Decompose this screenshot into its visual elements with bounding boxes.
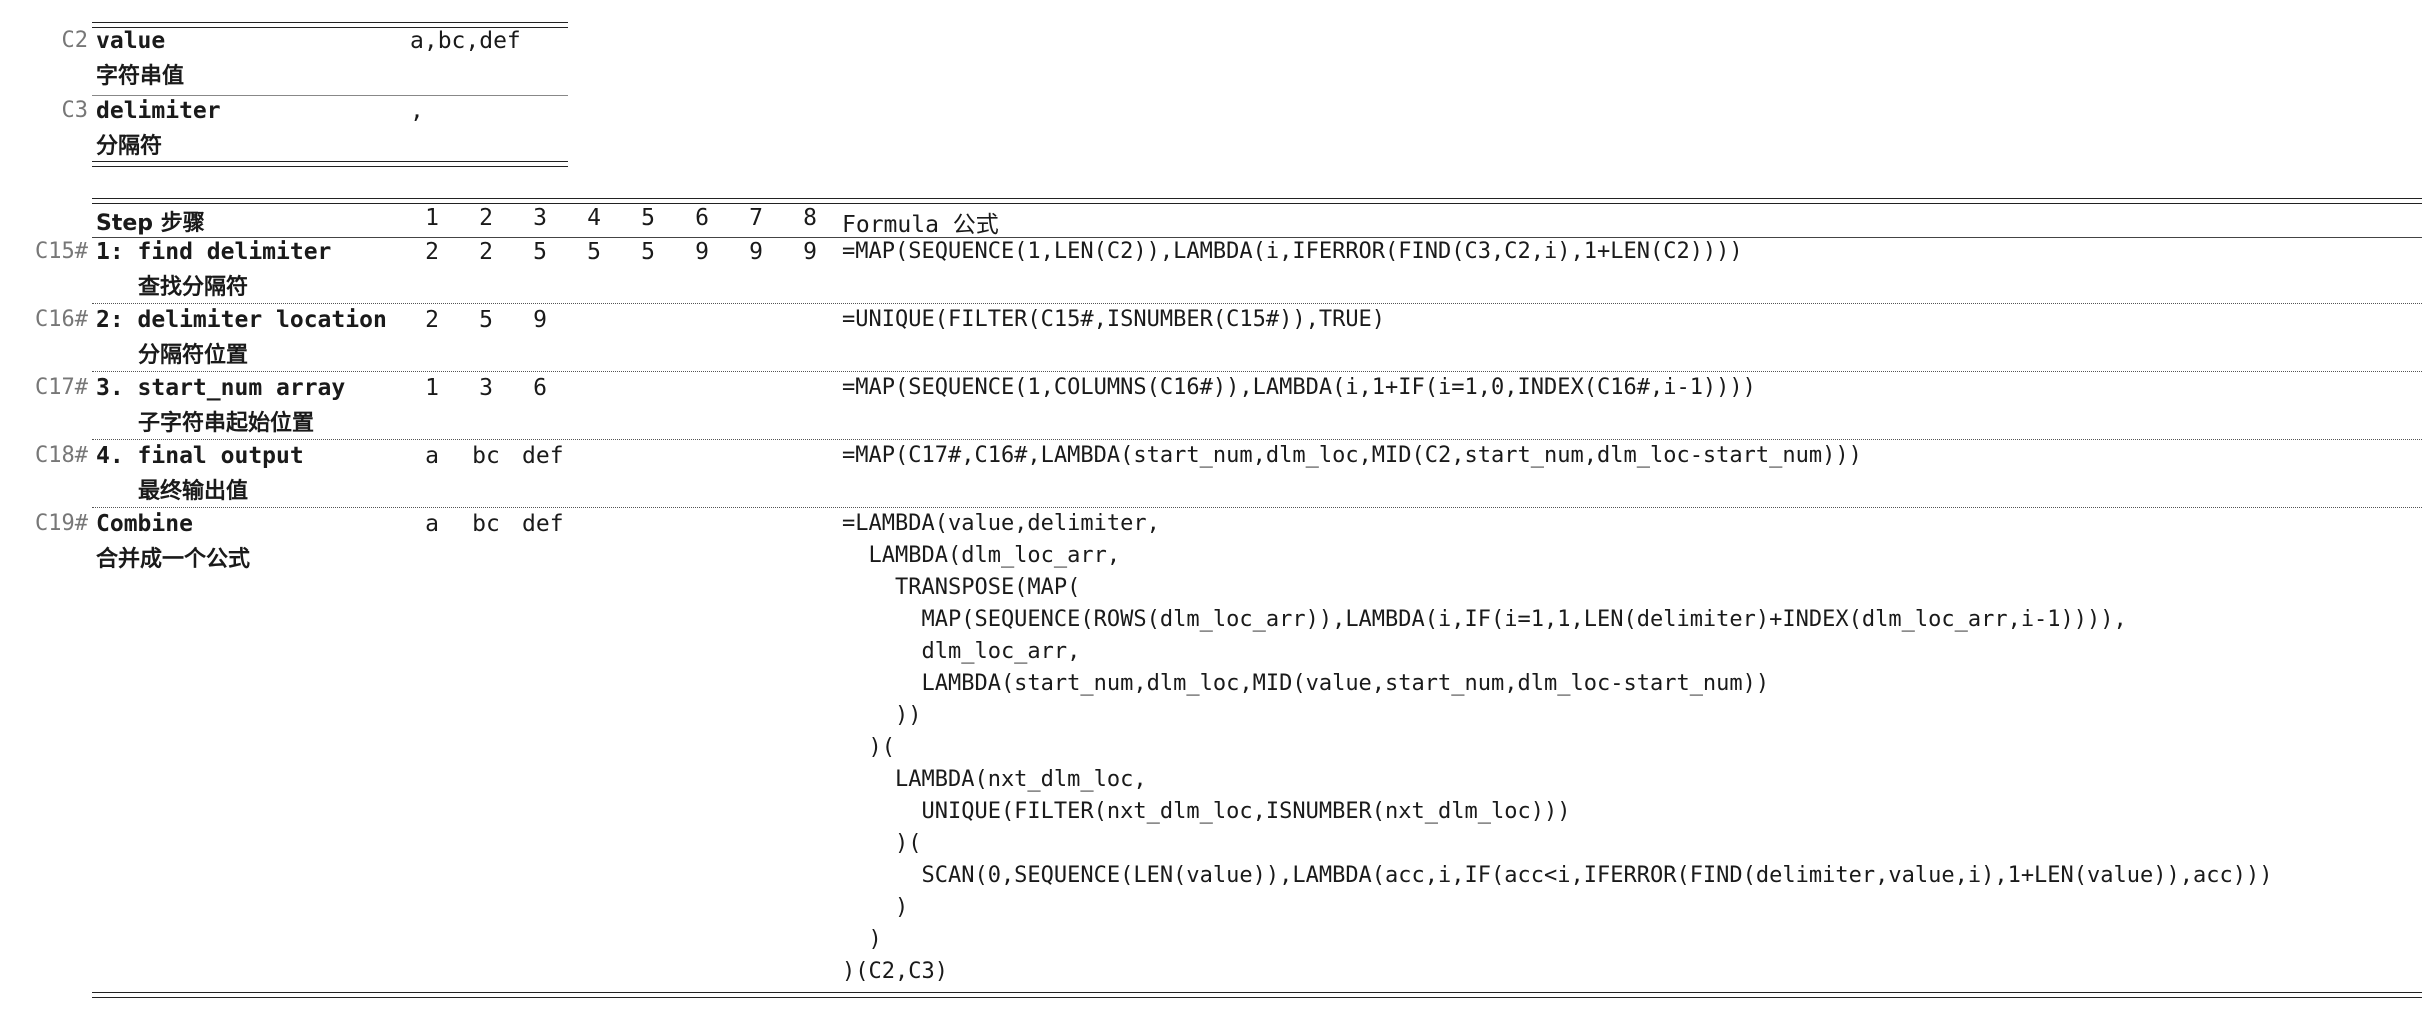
step-title: 1: find delimiter: [96, 239, 332, 265]
step-value[interactable]: 2: [479, 239, 493, 265]
step-value[interactable]: 2: [425, 307, 439, 333]
formula-line: LAMBDA(nxt_dlm_loc,: [842, 767, 1147, 792]
step-formula[interactable]: =MAP(SEQUENCE(1,LEN(C2)),LAMBDA(i,IFERRO…: [842, 239, 1743, 264]
formula-line: dlm_loc_arr,: [842, 639, 1081, 664]
header-col-5: 5: [641, 205, 655, 231]
param-name-value: value: [96, 28, 166, 54]
formula-line: LAMBDA(dlm_loc_arr,: [842, 543, 1121, 568]
step-value[interactable]: 5: [587, 239, 601, 265]
steps-header-rule: [92, 237, 2422, 238]
formula-line: =LAMBDA(value,delimiter,: [842, 511, 1160, 536]
step-title: 2: delimiter location: [96, 307, 387, 333]
step-value[interactable]: 6: [533, 375, 547, 401]
step-title: 4. final output: [96, 443, 304, 469]
header-col-8: 8: [803, 205, 817, 231]
param-ref-c2: C2: [61, 28, 89, 53]
params-bottom-rule-1: [92, 161, 568, 162]
combine-title-zh: 合并成一个公式: [96, 547, 251, 572]
params-top-rule-2: [92, 27, 568, 28]
step-value[interactable]: def: [522, 443, 564, 469]
header-formula: Formula 公式: [842, 212, 999, 238]
step-value[interactable]: a: [425, 443, 439, 469]
combine-value[interactable]: bc: [472, 511, 500, 537]
step-title-zh: 分隔符位置: [138, 343, 249, 368]
step-value[interactable]: 5: [641, 239, 655, 265]
steps-top-rule-2: [92, 203, 2422, 204]
step-value[interactable]: 9: [695, 239, 709, 265]
params-row-divider: [92, 95, 568, 96]
step-ref: C16#: [35, 307, 88, 332]
step-ref: C15#: [35, 239, 88, 264]
param-value-c3[interactable]: ,: [410, 98, 424, 124]
row-divider: [92, 303, 2422, 304]
step-formula[interactable]: =MAP(SEQUENCE(1,COLUMNS(C16#)),LAMBDA(i,…: [842, 375, 1756, 400]
row-divider: [92, 439, 2422, 440]
formula-line: )(: [842, 831, 922, 856]
formula-line: MAP(SEQUENCE(ROWS(dlm_loc_arr)),LAMBDA(i…: [842, 607, 2127, 632]
step-value[interactable]: 5: [533, 239, 547, 265]
row-divider: [92, 371, 2422, 372]
formula-line: UNIQUE(FILTER(nxt_dlm_loc,ISNUMBER(nxt_d…: [842, 799, 1571, 824]
header-col-3: 3: [533, 205, 547, 231]
formula-line: )(C2,C3): [842, 959, 948, 984]
step-formula[interactable]: =UNIQUE(FILTER(C15#,ISNUMBER(C15#)),TRUE…: [842, 307, 1386, 332]
step-value[interactable]: 5: [479, 307, 493, 333]
formula-line: )): [842, 703, 922, 728]
formula-line: SCAN(0,SEQUENCE(LEN(value)),LAMBDA(acc,i…: [842, 863, 2273, 888]
step-ref: C18#: [35, 443, 88, 468]
header-step: Step 步骤: [96, 211, 205, 236]
combine-value[interactable]: a: [425, 511, 439, 537]
header-col-6: 6: [695, 205, 709, 231]
header-col-4: 4: [587, 205, 601, 231]
steps-bottom-rule-1: [92, 992, 2422, 993]
params-bottom-rule-2: [92, 166, 568, 167]
header-col-1: 1: [425, 205, 439, 231]
step-title-zh: 最终输出值: [138, 479, 249, 504]
param-name-zh-delimiter: 分隔符: [96, 134, 163, 159]
step-value[interactable]: 1: [425, 375, 439, 401]
step-formula[interactable]: =MAP(C17#,C16#,LAMBDA(start_num,dlm_loc,…: [842, 443, 1862, 468]
formula-line: )(: [842, 735, 895, 760]
header-col-2: 2: [479, 205, 493, 231]
step-value[interactable]: 2: [425, 239, 439, 265]
step-ref: C17#: [35, 375, 88, 400]
formula-line: LAMBDA(start_num,dlm_loc,MID(value,start…: [842, 671, 1770, 696]
step-value[interactable]: 9: [533, 307, 547, 333]
step-title: 3. start_num array: [96, 375, 346, 401]
param-ref-c3: C3: [61, 98, 89, 123]
params-top-rule-1: [92, 22, 568, 23]
formula-line: ): [842, 927, 882, 952]
combine-title: Combine: [96, 511, 193, 537]
step-title-zh: 查找分隔符: [138, 275, 249, 300]
step-value[interactable]: 3: [479, 375, 493, 401]
row-divider: [92, 507, 2422, 508]
formula-line: TRANSPOSE(MAP(: [842, 575, 1081, 600]
param-value-c2[interactable]: a,bc,def: [410, 28, 521, 54]
step-value[interactable]: 9: [803, 239, 817, 265]
formula-line: ): [842, 895, 909, 920]
param-name-delimiter: delimiter: [96, 98, 221, 124]
combine-value[interactable]: def: [522, 511, 564, 537]
header-col-7: 7: [749, 205, 763, 231]
steps-top-rule-1: [92, 198, 2422, 199]
step-title-zh: 子字符串起始位置: [138, 411, 315, 436]
param-name-zh-value: 字符串值: [96, 64, 185, 89]
step-value[interactable]: bc: [472, 443, 500, 469]
combine-ref: C19#: [35, 511, 88, 536]
steps-bottom-rule-2: [92, 997, 2422, 998]
step-value[interactable]: 9: [749, 239, 763, 265]
